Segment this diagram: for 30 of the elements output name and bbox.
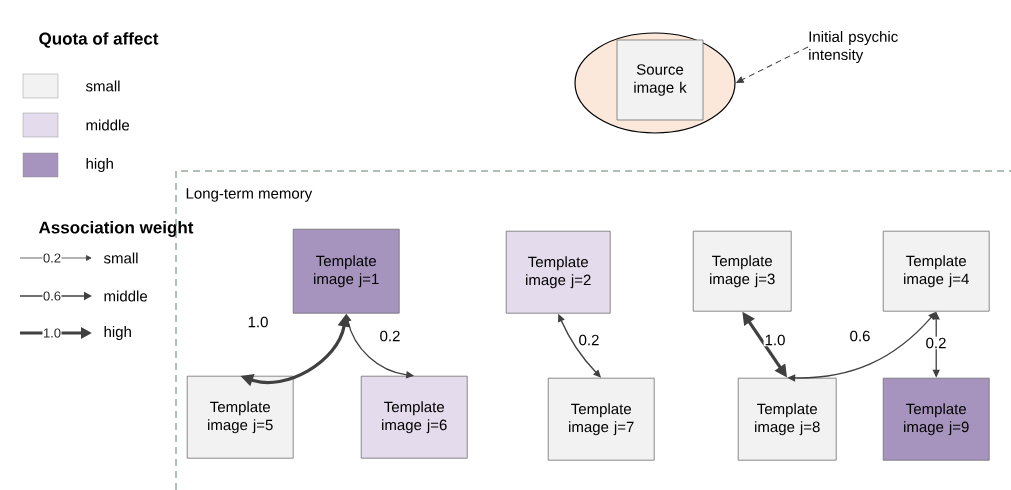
legend-label: high (104, 326, 131, 340)
edge-label: 0.6 (848, 329, 872, 343)
template-box: Template image j=9 (882, 377, 990, 461)
edge-label: 0.2 (924, 336, 948, 350)
annotation-text: Initial psychic intensity (809, 31, 898, 63)
legend-label: high (86, 158, 113, 172)
template-box: Template image j=7 (547, 377, 655, 461)
legend-label: middle (104, 290, 148, 302)
template-box: Template image j=2 (505, 230, 611, 314)
edge-label: 1.0 (246, 315, 270, 329)
legend-label: middle (86, 119, 130, 131)
edge-label: 1.0 (763, 333, 787, 347)
template-box: Template image j=5 (186, 375, 294, 459)
edge-label: 0.2 (577, 333, 601, 347)
legend-heading: Association weight (38, 221, 194, 237)
arrow (736, 46, 809, 83)
legend-label: small (103, 252, 138, 264)
weight-value: 0.2 (42, 252, 62, 264)
weight-value: 1.0 (42, 327, 62, 339)
legend-label: small (85, 80, 120, 92)
template-box: Template image j=3 (692, 230, 792, 312)
edge-label: 0.2 (378, 329, 402, 343)
template-box: Template image j=4 (882, 230, 990, 312)
legend-heading: Quota of affect (39, 32, 159, 48)
template-box: Template image j=6 (360, 375, 468, 459)
weight-value: 0.6 (42, 290, 62, 302)
template-box: Template image j=8 (737, 377, 837, 461)
region-title: Long-term memory (186, 188, 313, 202)
source-box: Source image k (616, 39, 704, 121)
template-box: Template image j=1 (292, 228, 400, 314)
